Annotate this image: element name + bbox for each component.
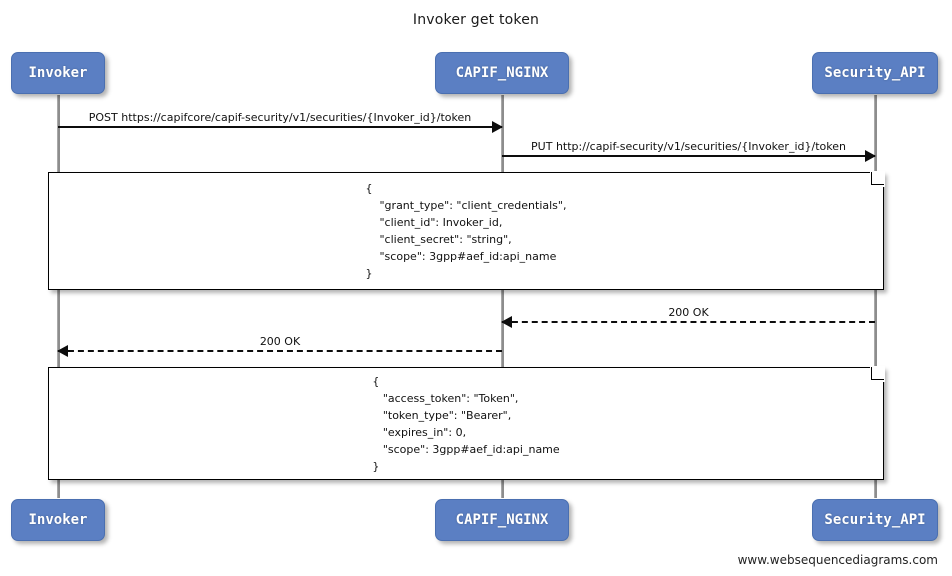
note-text: { "grant_type": "client_credentials", "c… xyxy=(365,182,567,280)
message-label: PUT http://capif-security/v1/securities/… xyxy=(531,140,846,153)
participant-security-api-bottom[interactable]: Security_API xyxy=(812,499,938,541)
message-post-token[interactable]: POST https://capifcore/capif-security/v1… xyxy=(58,111,503,133)
participant-capif-nginx-bottom[interactable]: CAPIF_NGINX xyxy=(435,499,569,541)
lifeline-invoker xyxy=(57,95,60,498)
lifeline-security-api xyxy=(874,95,877,498)
participant-label: Invoker xyxy=(28,512,88,528)
arrowhead-left-icon xyxy=(501,316,512,328)
message-200-ok-security-api[interactable]: 200 OK xyxy=(501,306,875,328)
participant-label: Invoker xyxy=(28,65,88,81)
participant-label: Security_API xyxy=(824,512,926,528)
message-line xyxy=(502,155,875,157)
participant-invoker-top[interactable]: Invoker xyxy=(11,52,105,94)
participant-label: CAPIF_NGINX xyxy=(455,65,549,81)
participant-capif-nginx-top[interactable]: CAPIF_NGINX xyxy=(435,52,569,94)
arrowhead-right-icon xyxy=(492,121,503,133)
arrowhead-left-icon xyxy=(57,345,68,357)
diagram-title: Invoker get token xyxy=(412,12,540,28)
participant-label: CAPIF_NGINX xyxy=(455,512,549,528)
note-request-body: { "grant_type": "client_credentials", "c… xyxy=(48,171,885,290)
message-line xyxy=(58,126,502,128)
message-line xyxy=(58,350,502,352)
message-label: 200 OK xyxy=(259,335,301,348)
arrowhead-right-icon xyxy=(865,150,876,162)
message-put-token[interactable]: PUT http://capif-security/v1/securities/… xyxy=(502,140,876,162)
note-fold-corner-icon xyxy=(871,367,884,380)
participant-security-api-top[interactable]: Security_API xyxy=(812,52,938,94)
note-body: { "access_token": "Token", "token_type":… xyxy=(49,368,883,479)
message-line xyxy=(502,321,875,323)
participant-label: Security_API xyxy=(824,65,926,81)
note-text: { "access_token": "Token", "token_type":… xyxy=(372,374,560,473)
note-response-body: { "access_token": "Token", "token_type":… xyxy=(48,366,885,480)
watermark-credit: www.websequencediagrams.com xyxy=(737,553,938,567)
lifeline-capif-nginx xyxy=(501,95,504,498)
message-label: POST https://capifcore/capif-security/v1… xyxy=(88,111,472,124)
note-body: { "grant_type": "client_credentials", "c… xyxy=(49,173,883,289)
note-fold-corner-icon xyxy=(871,172,884,185)
participant-invoker-bottom[interactable]: Invoker xyxy=(11,499,105,541)
message-200-ok-invoker[interactable]: 200 OK xyxy=(57,335,502,357)
message-label: 200 OK xyxy=(668,306,709,319)
